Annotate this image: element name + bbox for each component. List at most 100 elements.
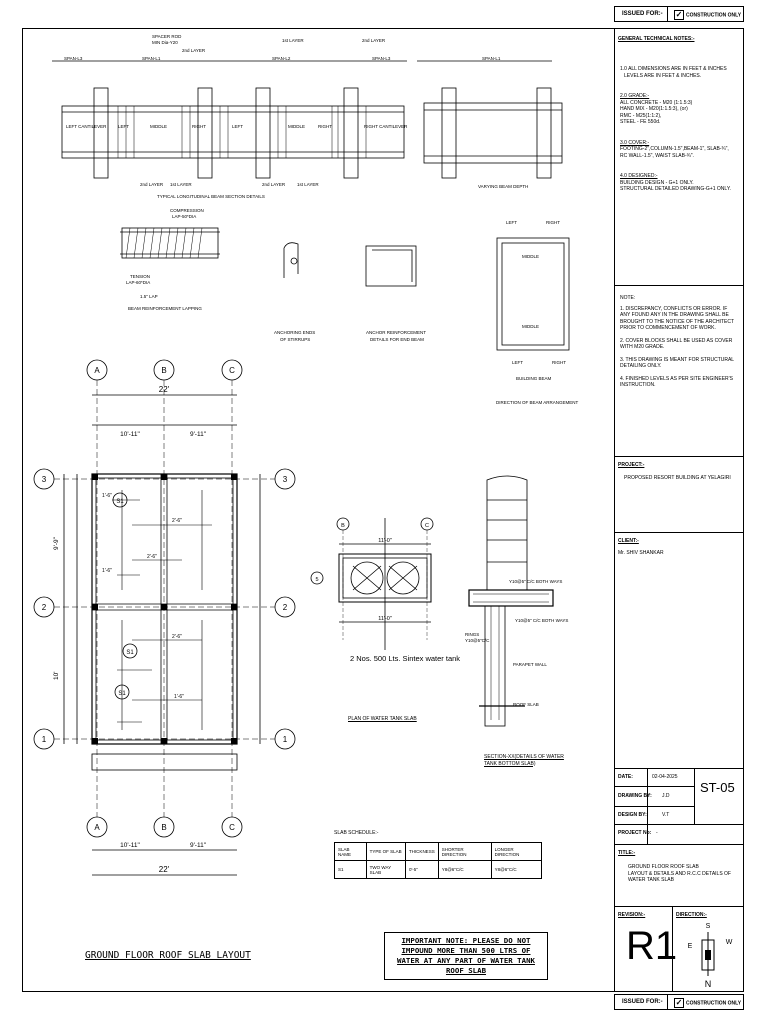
arrangement-middle: MIDDLE <box>522 254 539 259</box>
schedule-cell: TWO WAY SLAB <box>365 860 406 879</box>
drawing-sheet <box>22 28 744 992</box>
schedule-header: THICKNESS <box>404 842 439 861</box>
schedule-cell: 0'-5" <box>404 860 439 879</box>
arrangement-title: DIRECTION OF BEAM ARRANGEMENT <box>496 400 579 405</box>
tank-grid-row: 5 <box>315 577 318 583</box>
tank-dim-top: 11'-0" <box>378 538 392 544</box>
tank-bar-top: Y10@5" C/C BOTH WAYS <box>509 579 562 584</box>
construction-only-top: ✓CONSTRUCTION ONLY <box>674 10 742 20</box>
slab-mark: S1 <box>118 691 126 697</box>
date-value: 02-04-2025 <box>652 774 678 780</box>
layer-label: 1st LAYER <box>170 182 192 187</box>
bar-mark: 1'-6" <box>102 493 112 499</box>
building-beam-label: BUILDING BEAM <box>516 376 552 381</box>
compass-e: E <box>688 943 693 950</box>
beam-zone-label: MIDDLE <box>288 124 305 129</box>
general-notes-heading: GENERAL TECHNICAL NOTES:- <box>618 36 695 42</box>
beam-details-drawing: SPACER ROD MIN Dia-Y20 2nd LAYER 1st LAY… <box>52 34 579 405</box>
tank-dim-bottom: 11'-0" <box>378 616 392 622</box>
row-dim: 10' <box>53 672 60 680</box>
grid-col-label: C <box>229 823 235 832</box>
compass-s: S <box>706 923 711 930</box>
tank-bar-bottom: Y10@5" C/C BOTH WAYS <box>515 618 568 623</box>
layer-label: 1st LAYER <box>297 182 319 187</box>
check-icon: ✓ <box>674 10 684 20</box>
beam-zone-label: RIGHT <box>192 124 206 129</box>
important-note: IMPORTANT NOTE: PLEASE DO NOT IMPOUND MO… <box>384 932 548 980</box>
compass-n: N <box>705 979 712 989</box>
issued-for-bottom: ISSUED FOR:- <box>622 999 663 1005</box>
design-value: V.T <box>662 812 670 818</box>
project-no-label: PROJECT No: <box>618 830 652 836</box>
issued-for-bottom-box <box>614 994 744 1010</box>
bay-width: 9'-11" <box>190 431 207 438</box>
bay-width: 10'-11" <box>120 842 140 849</box>
grid-row-label: 3 <box>283 475 288 484</box>
schedule-header: SLAB NAME <box>334 842 367 861</box>
water-tank-section: Y10@5" C/C BOTH WAYS Y10@5" C/C BOTH WAY… <box>465 475 568 727</box>
schedule-header: SHORTER DIRECTION <box>437 842 492 861</box>
compass-w: W <box>726 939 733 946</box>
bar-mark: 2'-6" <box>172 634 182 640</box>
tension-label: TENSION <box>130 274 150 279</box>
anchor-title: ANCHOR REINFORCEMENT <box>366 330 426 335</box>
arrangement-left: LEFT <box>512 360 523 365</box>
rings-spacing: Y10@5"C/C <box>465 638 490 643</box>
span-label: SPAN-L2 <box>272 56 291 61</box>
client-label: CLIENT:- <box>618 538 639 544</box>
beam-zone-label: MIDDLE <box>150 124 167 129</box>
tank-note: 2 Nos. 500 Lts. Sintex water tank <box>350 654 461 663</box>
title-label: TITLE:- <box>618 850 636 856</box>
table-row: S1 TWO WAY SLAB 0'-5" Y8@6"C/C Y8@6"C/C <box>334 860 543 879</box>
note-list: NOTE: 1. DISCREPANCY, CONFLICTS OR ERROR… <box>620 295 734 388</box>
span-label: SPAN-L1 <box>142 56 161 61</box>
tank-grid-right: C <box>425 523 429 529</box>
beam-zone-label: RIGHT <box>318 124 332 129</box>
arrangement-left: LEFT <box>506 220 517 225</box>
bar-mark: 1'-6" <box>174 694 184 700</box>
beam-zone-label: RIGHT CANTILEVER <box>364 124 408 129</box>
client-value: Mr. SHIV SHANKAR <box>618 550 664 556</box>
lap-label: 1.5" LAP <box>140 294 158 299</box>
schedule-title: SLAB SCHEDULE:- <box>334 830 379 836</box>
water-tank-plan: B C 5 11'-0" 11'-0" <box>310 517 434 650</box>
general-notes: 1.0 ALL DIMENSIONS ARE IN FEET & INCHES … <box>620 66 731 192</box>
lapping-title: BEAM REINFORCEMENT LAPPING <box>128 306 202 311</box>
layer-label: 2nd LAYER <box>262 182 286 187</box>
arrangement-right: RIGHT <box>552 360 566 365</box>
layer-label: 2nd LAYER <box>362 38 386 43</box>
schedule-cell: Y8@6"C/C <box>490 860 543 879</box>
sheet-number: ST-05 <box>700 780 735 795</box>
slab-layout-title: GROUND FLOOR ROOF SLAB LAYOUT <box>85 950 251 961</box>
project-no-value: - <box>656 830 658 836</box>
revision-label: REVISION:- <box>618 912 646 918</box>
schedule-cell: S1 <box>334 860 367 879</box>
spacer-rod-label: SPACER ROD <box>152 34 182 39</box>
layer-label: 1st LAYER <box>282 38 304 43</box>
tank-plan-title: PLAN OF WATER TANK SLAB <box>348 716 417 722</box>
slab-mark: S1 <box>116 499 124 505</box>
spacer-rod-min: MIN Dia-Y20 <box>152 40 178 45</box>
bay-width: 10'-11" <box>120 431 140 438</box>
bar-mark: 2'-6" <box>172 518 182 524</box>
layer-label: 2nd LAYER <box>140 182 164 187</box>
grid-row-label: 1 <box>42 735 47 744</box>
compression-lap: LAP-50*DIA <box>172 214 196 219</box>
grid-col-label: B <box>161 366 166 375</box>
grid-col-label: A <box>94 823 100 832</box>
grid-col-label: C <box>229 366 235 375</box>
schedule-cell: Y8@6"C/C <box>437 860 492 879</box>
title-block <box>614 28 744 992</box>
grid-row-label: 2 <box>283 603 288 612</box>
tension-lap: LAP-60*DIA <box>126 280 150 285</box>
parapet-label: PARAPET WALL <box>513 662 547 667</box>
span-label: SPAN-L3 <box>372 56 391 61</box>
issued-for-top: ISSUED FOR:- <box>622 11 663 17</box>
layer-label: 2nd LAYER <box>182 48 206 53</box>
stirrups-title: OF STIRRUPS <box>280 337 310 342</box>
span-label: SPAN-L1 <box>482 56 501 61</box>
arrangement-middle: MIDDLE <box>522 324 539 329</box>
row-dim: 9'-9" <box>53 536 60 550</box>
grid-row-label: 3 <box>42 475 47 484</box>
roof-slab-label: ROOF SLAB <box>513 702 539 707</box>
